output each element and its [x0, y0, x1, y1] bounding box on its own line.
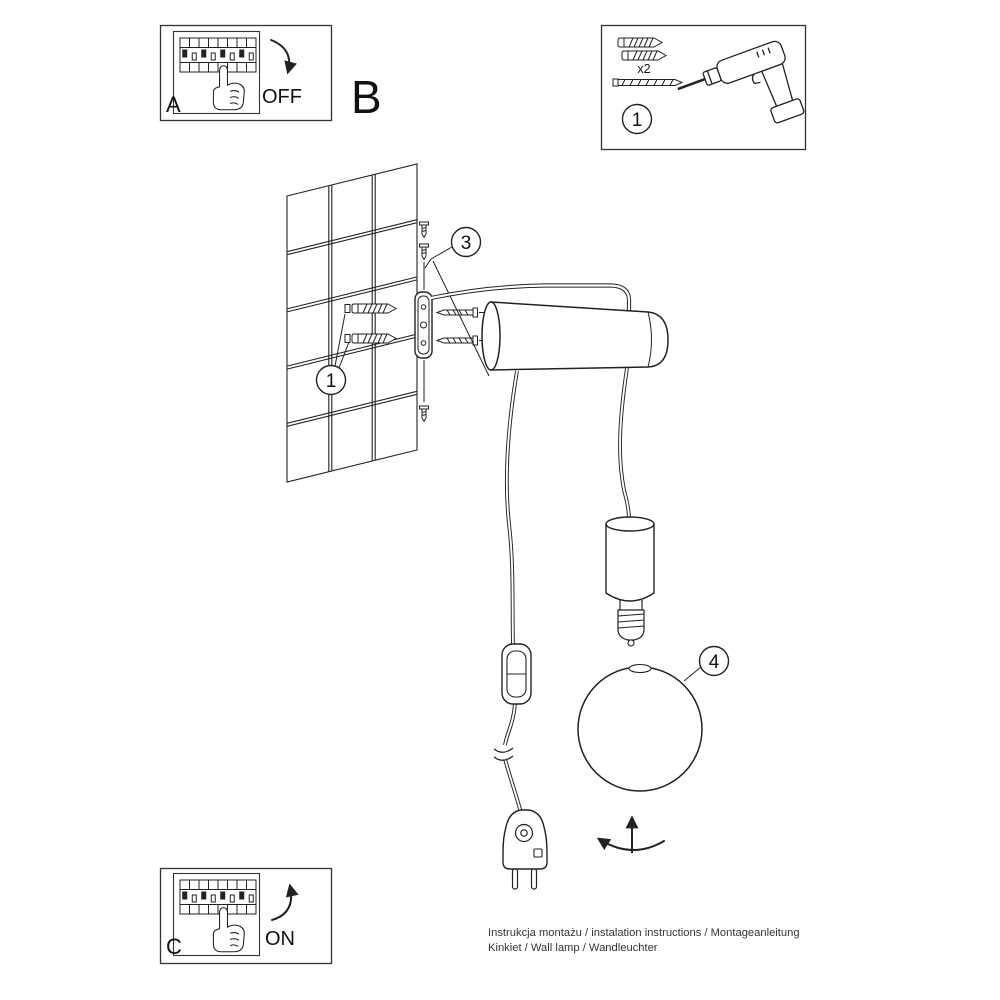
callout-4-badge: 4: [683, 645, 730, 682]
panel-a: A OFF: [159, 24, 333, 122]
callout-1-number: 1: [326, 371, 337, 392]
panel-a-label: A: [166, 92, 181, 117]
fusebox-icon: [179, 879, 257, 915]
power-cable-icon: [503, 370, 523, 814]
anchor-quantity-label: x2: [637, 62, 650, 76]
callout-4-number: 4: [709, 652, 720, 673]
wall-plug-with-screw: [344, 303, 397, 314]
step-1-badge: 1: [621, 103, 653, 135]
rotate-off-arrow-icon: [270, 39, 297, 75]
tools-panel: x2 1: [600, 24, 807, 151]
rotate-on-arrow-icon: [271, 883, 299, 921]
long-screw-icon: [612, 78, 684, 87]
step-1-number: 1: [632, 110, 643, 131]
lamp-shade-icon: [481, 301, 669, 371]
fixing-screw-icon: [419, 243, 429, 260]
footer: Instrukcja montażu / instalation instruc…: [488, 927, 800, 954]
power-plug-icon: [502, 809, 548, 890]
power-off-label: OFF: [262, 86, 302, 108]
footer-line-2: Kinkiet / Wall lamp / Wandleuchter: [488, 942, 658, 954]
mounting-plate-icon: [414, 291, 433, 359]
wall-plug-icon: [621, 50, 667, 61]
fusebox-icon: [179, 37, 257, 73]
callout-3-badge: 3: [424, 226, 490, 377]
lamp-socket-icon: [605, 516, 655, 647]
cord-switch-icon: [501, 643, 532, 705]
fixing-screw-icon: [419, 405, 429, 422]
fixing-screw-icon: [419, 221, 429, 238]
panel-c-label: C: [166, 934, 182, 959]
power-on-label: ON: [265, 928, 295, 950]
glass-globe-icon: [577, 663, 703, 792]
footer-line-1: Instrukcja montażu / instalation instruc…: [488, 927, 800, 939]
section-b-label: B: [351, 71, 382, 123]
cable-break-icon: [493, 746, 517, 761]
callout-3-number: 3: [461, 233, 472, 254]
lamp-arm-icon: [430, 283, 632, 311]
installation-diagram: 3 1: [286, 163, 730, 890]
wall-plug-icon: [617, 37, 663, 48]
tile-wall-icon: [286, 163, 418, 483]
callout-3-leader: [424, 246, 490, 377]
wall-plug-with-screw: [344, 333, 397, 344]
callout-1-badge: 1: [315, 313, 350, 396]
drill-icon: [677, 40, 805, 124]
plate-screw-icon: [436, 307, 478, 318]
callout-1-leader: [334, 313, 350, 369]
rotate-direction-arrow-icon: [596, 837, 665, 851]
callout-4-leader: [683, 666, 702, 682]
bulb-base-icon: [617, 609, 645, 641]
panel-c: C ON: [159, 867, 333, 965]
lamp-cord-icon: [618, 367, 631, 521]
